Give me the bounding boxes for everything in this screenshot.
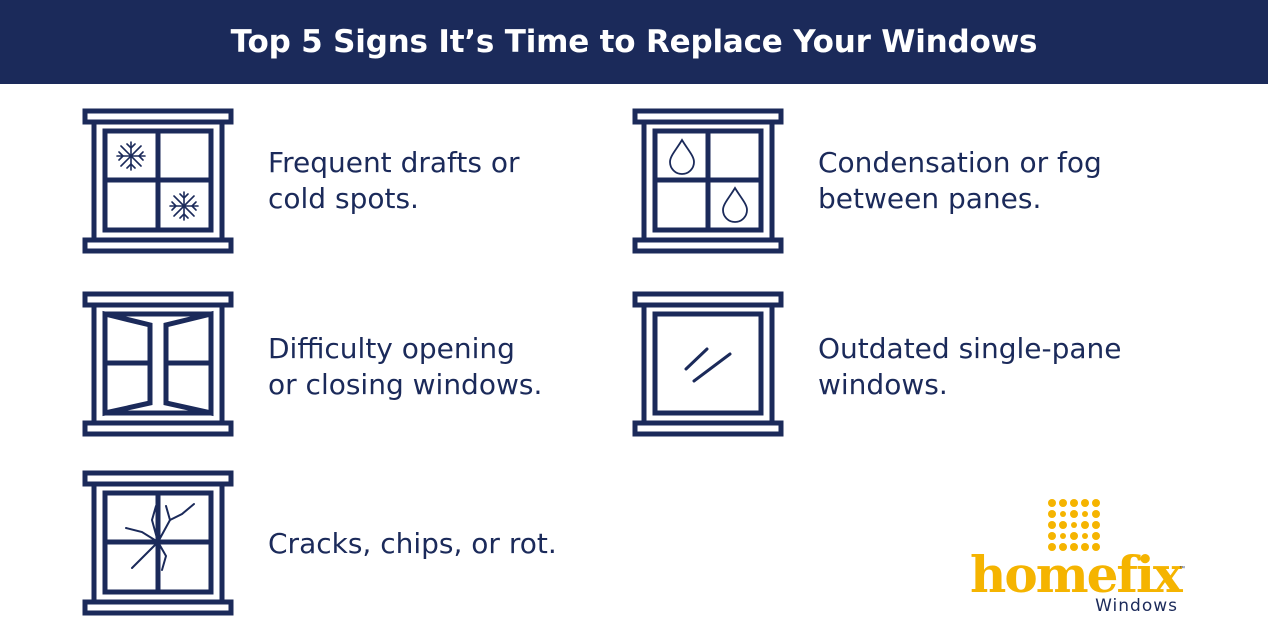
homefix-logo: homefix ™ Windows: [970, 498, 1190, 628]
header-banner: Top 5 Signs It’s Time to Replace Your Wi…: [0, 0, 1268, 84]
window-cracked-icon: [82, 470, 234, 616]
window-open-sashes-icon: [82, 291, 234, 437]
sign-label-single-pane: Outdated single-pane windows.: [818, 332, 1122, 401]
window-droplet-icon: [632, 108, 784, 254]
sign-label-drafts: Frequent drafts or cold spots.: [268, 146, 520, 215]
window-snowflake-icon: [82, 108, 234, 254]
sign-label-cracks: Cracks, chips, or rot.: [268, 527, 557, 560]
page-title: Top 5 Signs It’s Time to Replace Your Wi…: [230, 24, 1038, 60]
logo-brand: homefix: [970, 545, 1183, 604]
sign-label-difficulty: Difficulty opening or closing windows.: [268, 332, 543, 401]
logo-subtitle: Windows: [1095, 596, 1178, 616]
window-single-pane-icon: [632, 291, 784, 437]
logo-dots-icon: [1048, 499, 1100, 551]
logo-trademark: ™: [1179, 566, 1185, 572]
sign-label-condensation: Condensation or fog between panes.: [818, 146, 1102, 215]
